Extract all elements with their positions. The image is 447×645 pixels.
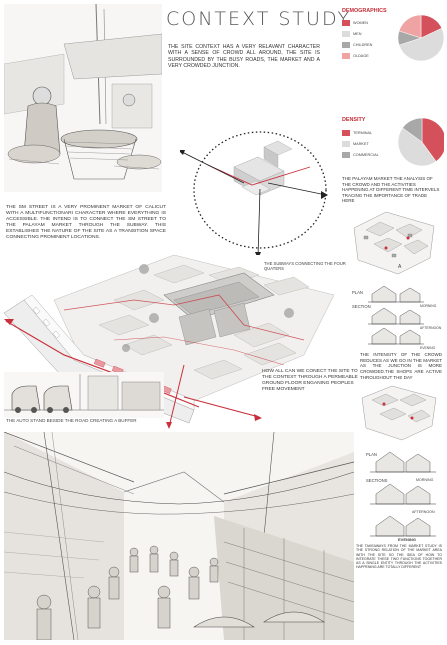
demographics-pie (398, 14, 444, 62)
plan-label-bottom: PLAN (366, 452, 377, 457)
swatch-oldage (342, 53, 350, 59)
pie-slice-commercial (402, 117, 423, 143)
density-legend: TERMINAL MARKET COMMERCIAL (342, 130, 379, 158)
plan-label-top: PLAN (352, 290, 363, 295)
afternoon-label-bottom: AFTERNOON (412, 510, 435, 514)
section-label-top: SECTION (352, 304, 371, 309)
density-title: DENSITY (342, 117, 366, 123)
demographics-legend: WOMEN MEN CHILDREN OLDAGE (342, 20, 372, 59)
pie-slice-terminal (421, 117, 444, 162)
section-thumbs-top (346, 280, 440, 346)
afternoon-label-top: AFTERNOON (420, 326, 442, 330)
swatch-children (342, 42, 350, 48)
auto-stand-caption: THE AUTO STAND BESIDE THE ROAD CREATING … (6, 418, 137, 423)
morning-label-bottom: MORNING (416, 478, 434, 482)
swatch-market (342, 141, 350, 147)
section-thumbs-bottom (356, 448, 442, 542)
sm-street-text: THE SM STREET IS A VERY PROMINENT MARKET… (6, 205, 166, 241)
legend-men: MEN (342, 31, 372, 37)
morning-label-top: MORNING (420, 304, 437, 308)
market-vendor-sketch (3, 3, 163, 192)
takeaway-text: THE TAKEAWAYS FROM THE MARKET STUDY IS T… (356, 544, 442, 570)
evening-label-top: EVENING (420, 346, 436, 350)
subway-oval-diagram (177, 125, 328, 259)
subway-label: THE SUBWAYS CONNECTING THE FOUR QUATERS (264, 261, 346, 271)
legend-women: WOMEN (342, 20, 372, 26)
palayam-market-text: THE PALAYAM MARKET THE ANALYSIS OF THE C… (342, 176, 440, 204)
how-connect-text: HOW ALL CAN WE CONECT THE SITE TO THE CO… (262, 369, 358, 393)
legend-market: MARKET (342, 141, 379, 147)
legend-oldage: OLDAGE (342, 53, 372, 59)
sections-label-bottom: SECTIONS (366, 478, 388, 483)
page-title: CONTEXT STUDY (166, 8, 352, 30)
market-plan-bottom (356, 382, 440, 444)
legend-terminal: TERMINAL (342, 130, 379, 136)
swatch-commercial (342, 152, 350, 158)
crowd-intensity-text: THE INTENSITY OF THE CROWD REDUCES AS WE… (360, 352, 442, 380)
market-plan-top (346, 208, 440, 278)
pie-slice-men (398, 27, 444, 62)
pie-slice-oldage (398, 14, 422, 39)
market-street-sketch (3, 431, 355, 641)
intro-text: THE SITE CONTEXT HAS A VERY RELAVANT CHA… (168, 44, 320, 69)
pie-slice-market (397, 127, 437, 167)
swatch-women (342, 20, 350, 26)
legend-children: CHILDREN (342, 42, 372, 48)
swatch-terminal (342, 130, 350, 136)
swatch-men (342, 31, 350, 37)
marker-a: A (398, 264, 402, 270)
demographics-title: DEMOGRAPHICS (342, 8, 387, 14)
site-axonometric-map (3, 245, 352, 430)
density-pie (397, 117, 444, 167)
legend-commercial: COMMERCIAL (342, 152, 379, 158)
auto-stand-sketch (4, 372, 164, 418)
evening-label-bottom: EVENING (398, 537, 417, 542)
